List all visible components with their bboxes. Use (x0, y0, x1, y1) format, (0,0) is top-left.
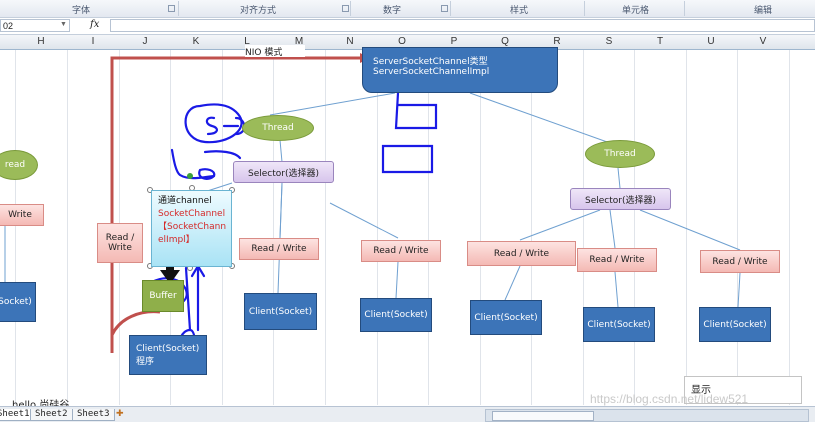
sheet-tab-bar: Sheet1 Sheet2 Sheet3 ✚ (0, 406, 815, 422)
font-dialog-launcher-icon[interactable] (168, 5, 175, 12)
socket-channel-impl-label: 【SocketChann (158, 221, 226, 234)
grid-line (15, 50, 16, 405)
client-socket-box[interactable]: Client(Socket) (699, 307, 771, 342)
socket-channel-impl-part1: 【SocketChann (158, 222, 227, 232)
client-socket-box[interactable]: Client(Socket) (470, 300, 542, 335)
number-dialog-launcher-icon[interactable] (441, 5, 448, 12)
column-header[interactable]: R (553, 36, 561, 47)
column-header[interactable]: Q (501, 36, 509, 47)
column-header[interactable]: O (398, 36, 406, 47)
horizontal-scrollbar[interactable] (485, 409, 809, 422)
tooltip: 显示 (684, 376, 802, 404)
grid-line (428, 50, 429, 405)
column-header[interactable]: P (450, 36, 458, 47)
watermark: https://blog.csdn.net/lidew521 (590, 392, 749, 406)
scrollbar-thumb[interactable] (492, 411, 594, 421)
ribbon-group-styles[interactable]: 样式 (510, 6, 529, 16)
grid-line (634, 50, 635, 405)
read-write-box[interactable]: Read / Write (700, 250, 780, 273)
client-socket-box[interactable]: Client(Socket) (360, 298, 432, 332)
grid-line (789, 50, 790, 405)
client-program-label-1: Client(Socket) (136, 343, 200, 354)
grid-line (531, 50, 532, 405)
read-write-label-2: Write (108, 243, 132, 253)
ribbon-group-number[interactable]: 数字 (383, 6, 402, 16)
cell-text: hello 尚硅谷 (12, 396, 69, 411)
selector-box[interactable]: Selector(选择器) (233, 161, 334, 183)
grid-line (480, 50, 481, 405)
server-socket-channel-box[interactable]: ServerSocketChannel类型 ServerSocketChanne… (362, 47, 558, 93)
selector-box[interactable]: Selector(选择器) (570, 188, 671, 210)
read-write-box-left[interactable]: Write (0, 204, 44, 226)
alignment-dialog-launcher-icon[interactable] (342, 5, 349, 12)
channel-title: 通道channel (158, 196, 212, 206)
name-box[interactable]: 02 (0, 19, 70, 32)
socket-channel-label: SocketChannel (158, 209, 226, 219)
client-socket-box[interactable]: Client(Socket) (583, 307, 655, 342)
thread-oval-left[interactable]: read (0, 150, 38, 180)
column-header[interactable]: T (656, 36, 664, 47)
sheet-tab-sheet2[interactable]: Sheet2 (30, 409, 73, 421)
client-program-label-2: 程序 (136, 356, 155, 367)
formula-bar: 02 ▼ fx (0, 18, 815, 35)
grid-line (67, 50, 68, 405)
ribbon-separator (584, 1, 585, 16)
column-header[interactable]: U (707, 36, 715, 47)
ribbon-separator (684, 1, 685, 16)
read-write-box[interactable]: Read / Write (467, 241, 576, 266)
read-write-box[interactable]: Read / Write (97, 223, 143, 263)
column-header[interactable]: H (37, 36, 45, 47)
insert-function-icon[interactable]: fx (90, 19, 100, 30)
handwriting-ink (145, 91, 438, 374)
column-headers: H I J K L M N O P Q R S T U V (0, 35, 815, 50)
name-box-dropdown-icon[interactable]: ▼ (60, 21, 67, 28)
ribbon-group-editing[interactable]: 编辑 (754, 6, 773, 16)
thread-oval[interactable]: Thread (585, 140, 655, 168)
client-socket-box-left[interactable]: Socket) (0, 282, 36, 322)
ssc-impl-label: ServerSocketChannelImpl (373, 67, 490, 77)
column-header[interactable]: I (91, 36, 95, 47)
channel-box[interactable]: 通道channel SocketChannel 【SocketChann elI… (151, 190, 232, 267)
rotate-handle-icon (187, 173, 193, 179)
grid-line (737, 50, 738, 405)
thread-oval[interactable]: Thread (242, 115, 314, 141)
client-socket-box[interactable]: Client(Socket) (244, 293, 317, 330)
grid-line (273, 50, 274, 405)
ribbon: 字体 对齐方式 数字 样式 单元格 编辑 (0, 0, 815, 18)
grid-line (583, 50, 584, 405)
column-header[interactable]: M (294, 36, 304, 47)
column-header[interactable]: V (759, 36, 767, 47)
column-header[interactable]: J (142, 36, 148, 47)
read-write-label-1: Read / (105, 233, 135, 243)
column-header[interactable]: K (192, 36, 200, 47)
socket-channel-impl-part2: elImpl】 (158, 235, 195, 245)
nio-mode-label: NIO 模式 (245, 45, 305, 58)
ribbon-group-alignment[interactable]: 对齐方式 (240, 6, 277, 16)
ribbon-group-cells[interactable]: 单元格 (622, 6, 650, 16)
buffer-box[interactable]: Buffer (142, 280, 184, 312)
column-header[interactable]: N (346, 36, 354, 47)
insert-sheet-icon[interactable]: ✚ (116, 408, 124, 418)
ribbon-separator (450, 1, 451, 16)
grid-line (686, 50, 687, 405)
column-header[interactable]: L (244, 36, 250, 47)
sheet-tab-sheet3[interactable]: Sheet3 (72, 409, 115, 421)
ribbon-separator (350, 1, 351, 16)
ribbon-separator (178, 1, 179, 16)
ssc-type-label: ServerSocketChannel类型 (373, 57, 488, 67)
read-write-box[interactable]: Read / Write (239, 238, 319, 260)
grid-line (325, 50, 326, 405)
read-write-box[interactable]: Read / Write (361, 240, 441, 262)
ribbon-group-font[interactable]: 字体 (72, 6, 91, 16)
client-program-box[interactable]: Client(Socket) 程序 (129, 335, 207, 375)
read-write-box[interactable]: Read / Write (577, 248, 657, 272)
column-header[interactable]: S (605, 36, 613, 47)
